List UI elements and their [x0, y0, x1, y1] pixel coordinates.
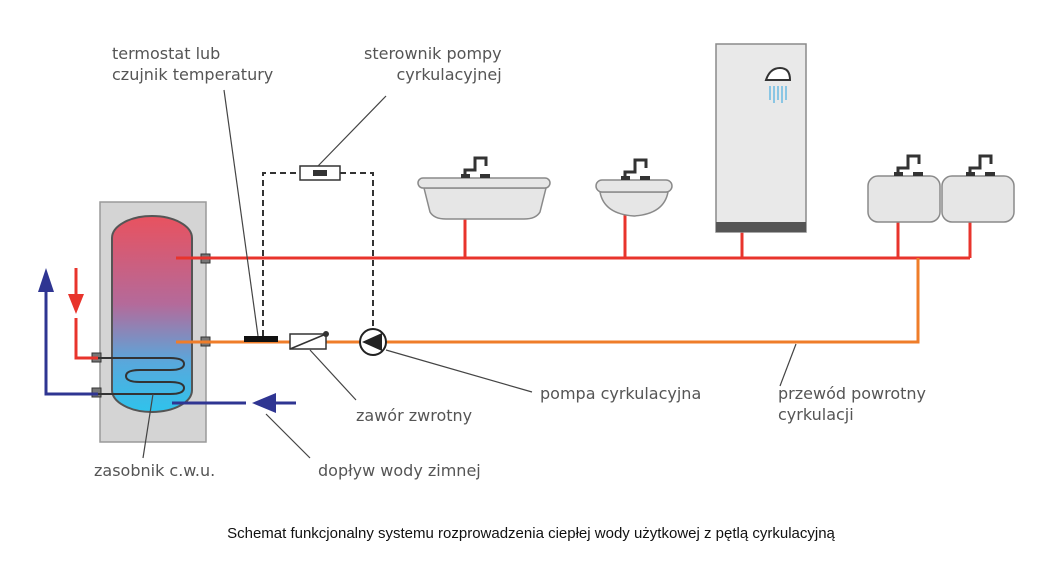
shower-head-icon	[764, 66, 792, 103]
heating-coil	[98, 357, 186, 395]
circulation-pump	[359, 328, 387, 356]
pump-controller	[262, 165, 374, 336]
thermostat-sensor	[244, 336, 278, 342]
check-valve-label: zawór zwrotny	[356, 406, 473, 425]
thermostat-label: termostat lub czujnik temperatury	[112, 44, 274, 84]
tap-icon	[966, 154, 995, 176]
washbasin-right	[941, 175, 1015, 223]
circulation-return-pipe	[176, 258, 920, 344]
cold-water-inlet-label: dopływ wody zimnej	[318, 461, 481, 480]
check-valve	[289, 331, 329, 350]
leader-lines	[142, 89, 797, 459]
tap-icon	[894, 154, 923, 176]
bathtub	[417, 177, 551, 220]
heat-source-pipes	[44, 290, 98, 396]
tap-icon	[621, 158, 650, 180]
storage-tank	[99, 201, 207, 443]
return-pipe-label: przewód powrotny cyrkulacji	[778, 384, 927, 424]
shower-cabin	[715, 43, 807, 233]
tap-icon	[461, 156, 490, 178]
cold-water-pipe	[172, 393, 296, 413]
washbasin-left	[867, 175, 941, 223]
heat-source-arrows	[38, 268, 84, 314]
hot-water-supply-pipe	[176, 54, 972, 260]
circulation-pump-label: pompa cyrkulacyjna	[540, 384, 702, 403]
washbasin	[595, 179, 673, 217]
storage-tank-label: zasobnik c.w.u.	[94, 461, 216, 480]
pump-controller-label: sterownik pompy cyrkulacyjnej	[364, 44, 502, 84]
figure-caption: Schemat funkcjonalny systemu rozprowadze…	[227, 525, 835, 542]
